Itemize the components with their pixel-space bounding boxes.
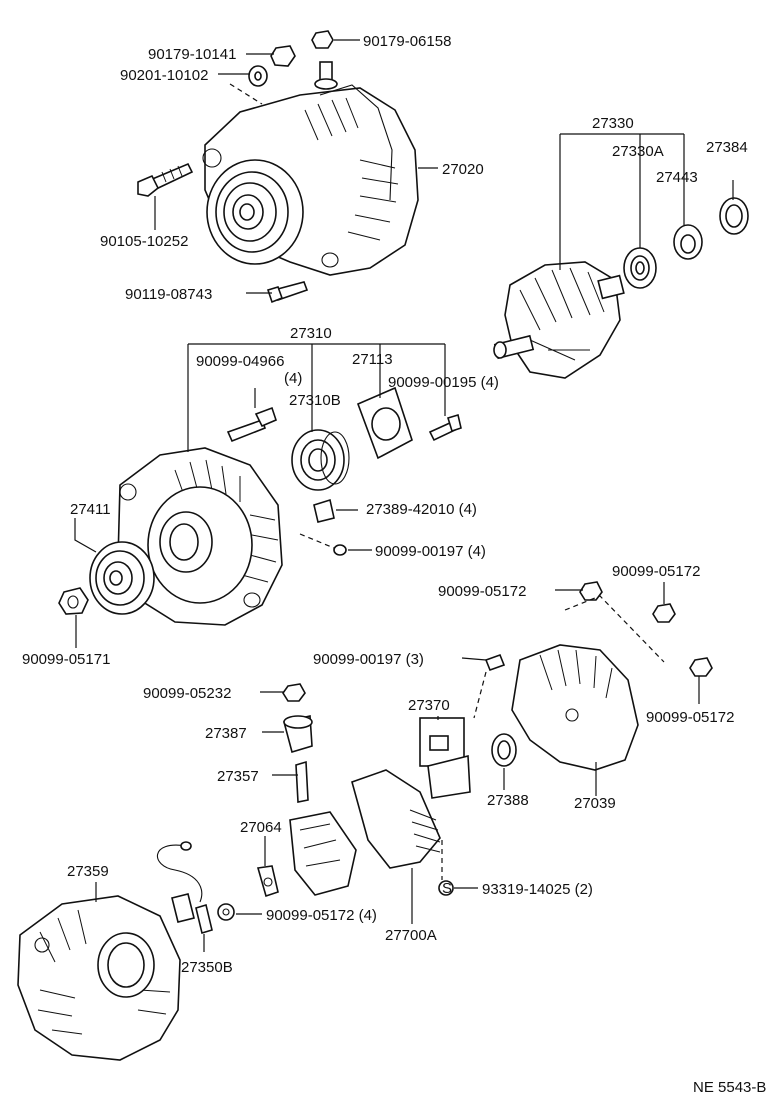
label-27388: 27388 bbox=[487, 792, 529, 809]
label-90099-04966: 90099-04966 bbox=[196, 353, 284, 370]
label-27330A: 27330A bbox=[612, 143, 664, 160]
alternator-assembly bbox=[202, 61, 419, 276]
nut-90179-10141 bbox=[270, 45, 296, 67]
rear-end-cover bbox=[511, 644, 639, 771]
drive-end-frame bbox=[117, 447, 283, 626]
label-27113: 27113 bbox=[352, 351, 393, 368]
screw-symbol-93319-14025: S bbox=[438, 880, 454, 897]
label-90099-00197-3: 90099-00197 (3) bbox=[313, 651, 424, 668]
label-90179-06158: 90179-06158 bbox=[363, 33, 451, 50]
nut-90099-05171 bbox=[58, 587, 89, 615]
label-27350B: 27350B bbox=[181, 959, 233, 976]
washer-90201-10102 bbox=[248, 65, 268, 87]
rectifier-end-frame bbox=[17, 895, 181, 1061]
label-27020: 27020 bbox=[442, 161, 484, 178]
ring-27388 bbox=[491, 733, 517, 767]
nut-90099-05172-b bbox=[652, 603, 676, 623]
label-90201-10102: 90201-10102 bbox=[120, 67, 208, 84]
bearing-27330A bbox=[623, 247, 657, 289]
label-90105-10252: 90105-10252 bbox=[100, 233, 188, 250]
stud-90099-04966 bbox=[226, 406, 277, 443]
label-90099-00197-4: 90099-00197 (4) bbox=[375, 543, 486, 560]
label-93319-14025: 93319-14025 (2) bbox=[482, 881, 593, 898]
label-27357: 27357 bbox=[217, 768, 259, 785]
label-27389-42010: 27389-42010 (4) bbox=[366, 501, 477, 518]
rotor-assembly bbox=[493, 261, 625, 379]
label-27443: 27443 bbox=[656, 169, 698, 186]
plate-27113 bbox=[356, 386, 413, 460]
bolt-90105-10252 bbox=[137, 162, 194, 197]
nut-90099-05172-4 bbox=[217, 903, 235, 921]
bolt-90119-08743 bbox=[266, 281, 309, 304]
brush-holder-27370 bbox=[419, 717, 471, 799]
part-labels: 90179-10141 90179-06158 90201-10102 2702… bbox=[22, 33, 766, 1096]
label-90099-05171: 90099-05171 bbox=[22, 651, 110, 668]
label-qty-4: (4) bbox=[284, 370, 302, 387]
label-90099-05172-c: 90099-05172 bbox=[646, 709, 734, 726]
label-90099-00195: 90099-00195 (4) bbox=[388, 374, 499, 391]
retainer-27384 bbox=[719, 197, 749, 235]
bearing-27310B bbox=[291, 429, 350, 491]
screw-symbol-text: S bbox=[442, 880, 452, 897]
label-90179-10141: 90179-10141 bbox=[148, 46, 236, 63]
screw-90099-00195 bbox=[428, 413, 462, 442]
insulator-27389-42010 bbox=[313, 498, 335, 523]
label-27359: 27359 bbox=[67, 863, 109, 880]
regulator-27700A bbox=[351, 769, 441, 869]
nut-90099-05232 bbox=[282, 683, 306, 702]
pulley-27411 bbox=[89, 541, 155, 615]
label-27411: 27411 bbox=[70, 501, 111, 518]
terminal-insulator-27387 bbox=[283, 715, 313, 754]
label-90099-05172-a: 90099-05172 bbox=[438, 583, 526, 600]
label-90119-08743: 90119-08743 bbox=[125, 286, 212, 303]
screw-90099-00197-3 bbox=[484, 653, 506, 672]
rectifier-27357 bbox=[289, 760, 357, 896]
lead-wire-27350B bbox=[157, 841, 213, 935]
label-27330: 27330 bbox=[592, 115, 634, 132]
label-27370: 27370 bbox=[408, 697, 450, 714]
label-27700A: 27700A bbox=[385, 927, 437, 944]
label-27310: 27310 bbox=[290, 325, 332, 342]
nut-90099-05172-a bbox=[579, 581, 603, 601]
label-27384: 27384 bbox=[706, 139, 748, 156]
label-27064: 27064 bbox=[240, 819, 282, 836]
nut-90099-05172-c bbox=[689, 657, 713, 677]
label-90099-05172-4: 90099-05172 (4) bbox=[266, 907, 377, 924]
leader-lines bbox=[74, 39, 734, 952]
nut-90179-06158 bbox=[311, 30, 334, 49]
label-27387: 27387 bbox=[205, 725, 247, 742]
screw-90099-00197-4 bbox=[333, 544, 347, 556]
insulator-27064 bbox=[256, 865, 279, 898]
doc-code: NE 5543-B bbox=[693, 1079, 766, 1096]
label-27310B: 27310B bbox=[289, 392, 341, 409]
label-27039: 27039 bbox=[574, 795, 616, 812]
label-90099-05172-b: 90099-05172 bbox=[612, 563, 700, 580]
cover-27443 bbox=[673, 224, 703, 260]
label-90099-05232: 90099-05232 bbox=[143, 685, 231, 702]
